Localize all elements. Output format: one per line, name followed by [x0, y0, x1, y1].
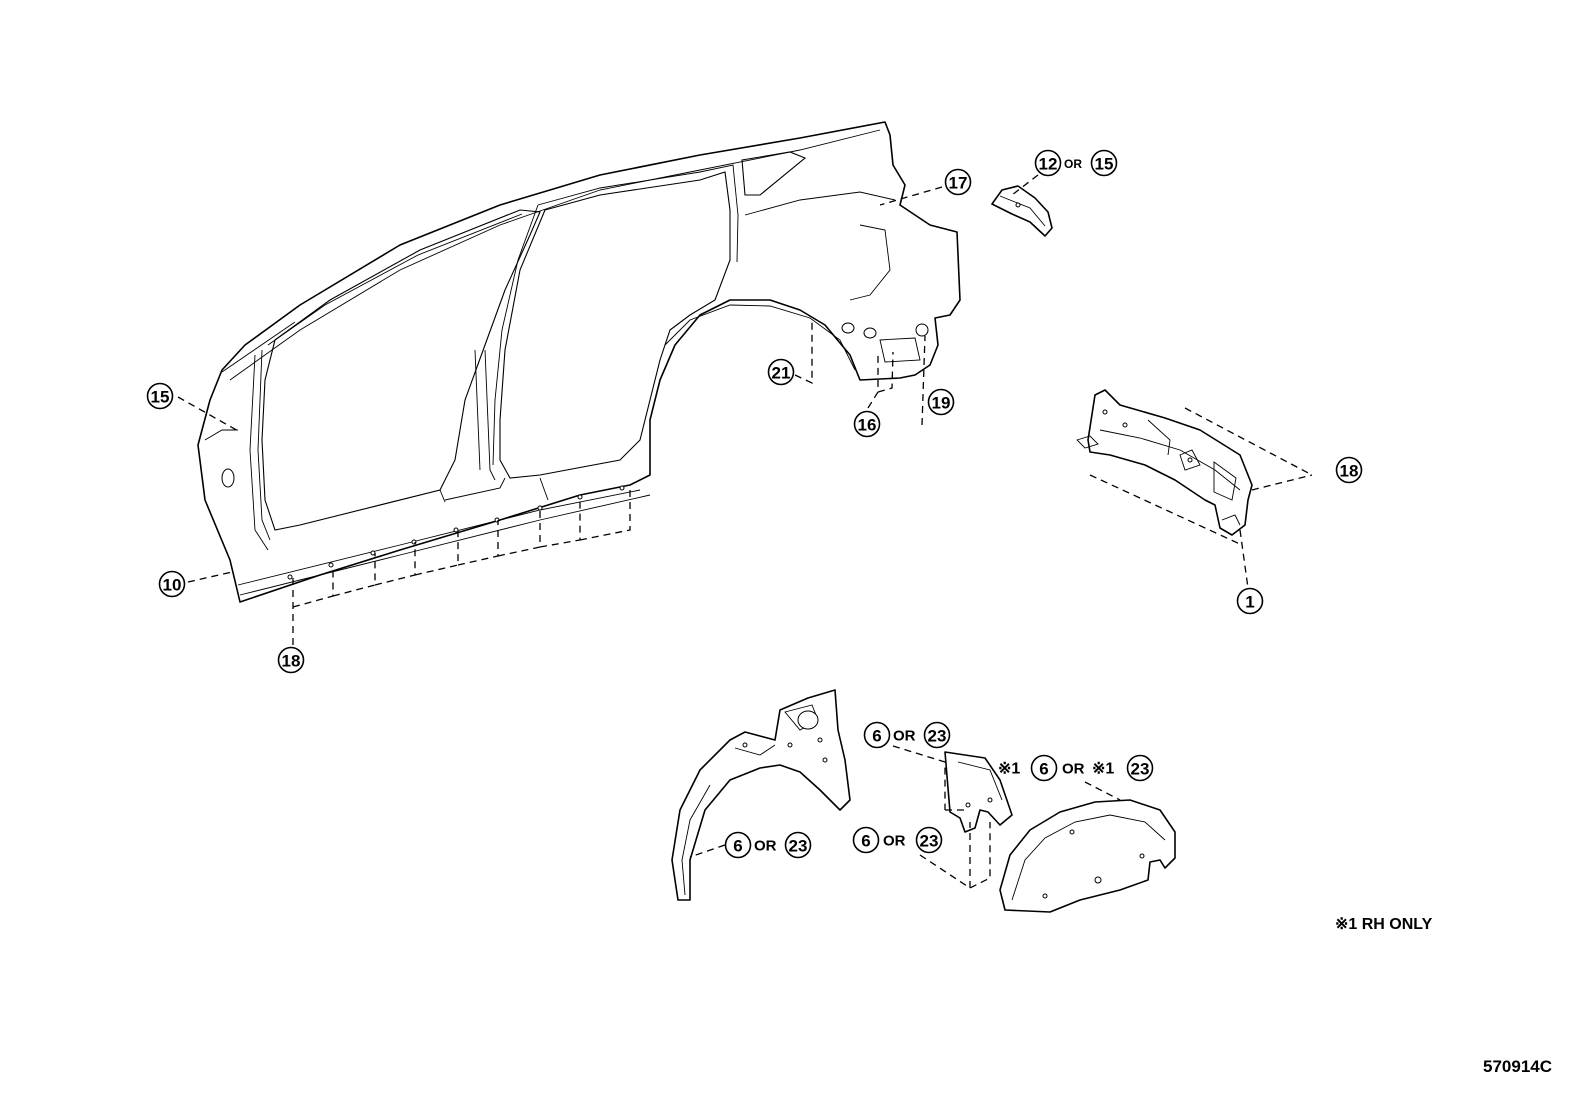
svg-text:23: 23 [1131, 760, 1150, 779]
svg-text:15: 15 [151, 388, 170, 407]
callout-16[interactable]: 16 [853, 410, 881, 438]
or-word: OR [754, 838, 777, 855]
callout-18-left[interactable]: 18 [277, 646, 305, 674]
svg-text:18: 18 [282, 652, 301, 671]
callout-10[interactable]: 10 [158, 570, 186, 598]
body-side-leaders [177, 186, 943, 645]
or-word: OR [1062, 761, 1085, 778]
callout-6[interactable]: 6 [863, 721, 891, 749]
svg-text:16: 16 [858, 416, 877, 435]
callout-6[interactable]: 6 [1030, 754, 1058, 782]
rh-only-mark: ※1 [998, 761, 1020, 778]
svg-text:1: 1 [1245, 593, 1254, 612]
callout-6[interactable]: 6 [724, 831, 752, 859]
brace-leaders [892, 745, 991, 889]
footnote-rh-only: ※1 RH ONLY [1335, 916, 1433, 933]
callout-1[interactable]: 1 [1236, 587, 1264, 615]
callout-6[interactable]: 6 [852, 826, 880, 854]
wheelhouse-inner-panel[interactable] [671, 689, 851, 901]
svg-text:19: 19 [932, 394, 951, 413]
svg-text:23: 23 [789, 837, 808, 856]
svg-text:23: 23 [920, 832, 939, 851]
svg-text:23: 23 [928, 727, 947, 746]
callout-17[interactable]: 17 [944, 168, 972, 196]
liner-leader [1084, 781, 1121, 801]
svg-text:6: 6 [872, 727, 881, 746]
svg-text:6: 6 [733, 837, 742, 856]
svg-text:6: 6 [1039, 760, 1048, 779]
or-word: OR [883, 833, 906, 850]
svg-text:12: 12 [1039, 155, 1058, 174]
gusset-bracket[interactable] [991, 185, 1053, 237]
wheel-house-liner[interactable] [999, 799, 1176, 913]
figure-code: 570914C [1483, 1057, 1552, 1076]
callout-12-or-15[interactable]: 12 OR 15 [1034, 149, 1118, 177]
callout-23[interactable]: 23 [1126, 754, 1154, 782]
svg-text:21: 21 [772, 364, 791, 383]
wheelhouse-leader [689, 844, 726, 858]
callout-21[interactable]: 21 [767, 358, 795, 386]
svg-text:15: 15 [1095, 155, 1114, 174]
callout-6-or-23-brace-bottom[interactable]: 6 OR 23 [852, 826, 943, 854]
callout-12[interactable]: 12 [1034, 149, 1062, 177]
rear-floor-side-member[interactable] [1076, 389, 1253, 536]
svg-text:10: 10 [163, 576, 182, 595]
callout-23[interactable]: 23 [915, 826, 943, 854]
rh-only-mark: ※1 [1092, 761, 1114, 778]
bracket-leader [1011, 174, 1039, 196]
callout-18-right[interactable]: 18 [1335, 456, 1363, 484]
callout-15-left[interactable]: 15 [146, 382, 174, 410]
or-word: OR [1064, 157, 1082, 171]
or-word: OR [893, 728, 916, 745]
svg-text:17: 17 [949, 174, 968, 193]
callout-6-or-23-wheelhouse[interactable]: 6 OR 23 [724, 831, 812, 859]
callout-15-top[interactable]: 15 [1090, 149, 1118, 177]
callout-6-or-23-brace-top[interactable]: 6 OR 23 [863, 721, 951, 749]
callout-23[interactable]: 23 [923, 721, 951, 749]
callout-19[interactable]: 19 [927, 388, 955, 416]
callout-23[interactable]: 23 [784, 831, 812, 859]
wheelhouse-brace[interactable] [944, 751, 1013, 833]
floor-member-leaders [1089, 407, 1313, 589]
body-side-outer-panel[interactable] [197, 121, 961, 603]
callout-rh-only-6-or-23[interactable]: ※1 6 OR ※1 23 [998, 754, 1154, 782]
svg-text:18: 18 [1340, 462, 1359, 481]
svg-text:6: 6 [861, 832, 870, 851]
